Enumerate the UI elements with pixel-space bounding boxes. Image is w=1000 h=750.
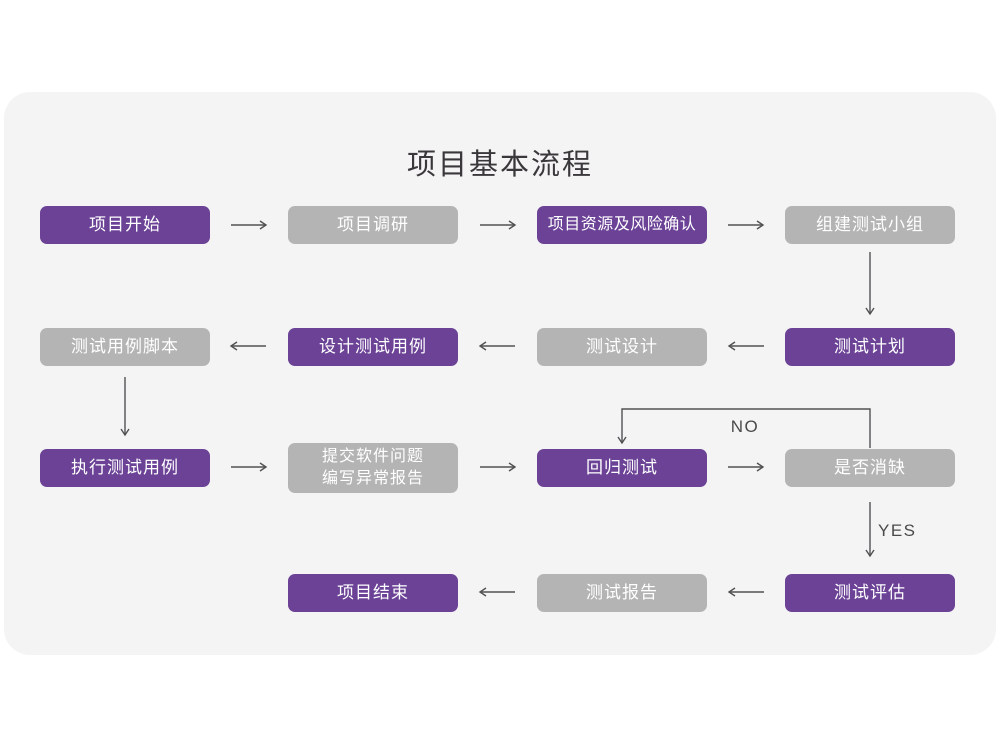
node-test-evaluation: 测试评估 [785, 574, 955, 612]
node-submit-issues-write-report: 提交软件问题 编写异常报告 [288, 443, 458, 493]
node-project-end: 项目结束 [288, 574, 458, 612]
node-project-research: 项目调研 [288, 206, 458, 244]
node-test-case-scripts: 测试用例脚本 [40, 328, 210, 366]
node-project-start: 项目开始 [40, 206, 210, 244]
diagram-title: 项目基本流程 [406, 149, 593, 181]
node-defect-resolved-check: 是否消缺 [785, 449, 955, 487]
node-regression-test: 回归测试 [537, 449, 707, 487]
node-build-test-team: 组建测试小组 [785, 206, 955, 244]
node-execute-test-cases: 执行测试用例 [40, 449, 210, 487]
node-resources-and-risk: 项目资源及风险确认 [537, 206, 707, 244]
node-test-report: 测试报告 [537, 574, 707, 612]
node-test-design: 测试设计 [537, 328, 707, 366]
node-line-1: 提交软件问题 [321, 448, 424, 466]
node-test-plan: 测试计划 [785, 328, 955, 366]
edge-label-no: NO [730, 417, 760, 436]
node-design-test-cases: 设计测试用例 [288, 328, 458, 366]
node-line-2: 编写异常报告 [321, 470, 424, 487]
edge-label-yes: YES [878, 521, 917, 540]
flowchart-card [4, 92, 996, 655]
